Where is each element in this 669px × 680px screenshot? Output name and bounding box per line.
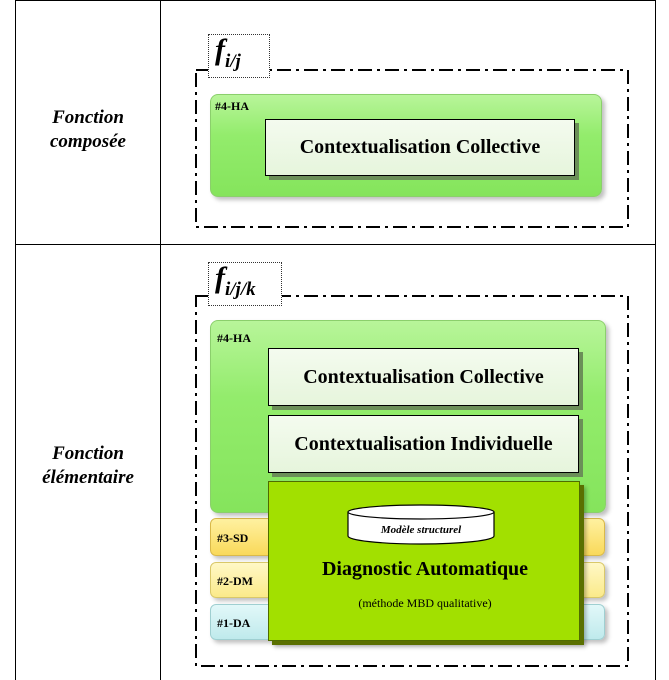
composed-context-collective-label: Contextualisation Collective: [299, 136, 541, 158]
elementary-context-individual: Contextualisation Individuelle: [268, 415, 579, 473]
row-label-composed: Fonction composée: [16, 106, 160, 154]
layer-dm-tag: #2-DM: [217, 574, 253, 588]
table-border-right: [655, 0, 656, 680]
elementary-context-individual-label: Contextualisation Individuelle: [294, 433, 553, 455]
composed-ha-tag: #4-HA: [215, 99, 249, 113]
row-label-elementary: Fonction élémentaire: [16, 442, 160, 490]
row-label-elementary-line2: élémentaire: [42, 467, 134, 488]
cylinder-label: Modèle structurel: [380, 524, 462, 536]
row-label-composed-line2: composée: [50, 131, 126, 152]
elementary-context-collective-label: Contextualisation Collective: [303, 366, 544, 388]
elementary-context-collective: Contextualisation Collective: [268, 348, 579, 406]
table-row-divider: [15, 244, 656, 245]
row-label-composed-line1: Fonction: [52, 107, 124, 128]
table-column-divider: [160, 0, 161, 680]
elementary-function-symbol-box: fi/j/k: [208, 261, 282, 306]
elementary-ha-tag: #4-HA: [217, 331, 251, 345]
composed-context-collective: Contextualisation Collective: [265, 119, 575, 176]
layer-da-tag: #1-DA: [217, 616, 251, 630]
composed-dashdot-frame: [195, 69, 629, 228]
diagnostic-title: Diagnostic Automatique: [321, 558, 529, 580]
diagnostic-box: Modèle structurel Diagnostic Automatique…: [268, 481, 580, 641]
database-cylinder-icon: [347, 504, 495, 545]
table-border-top: [15, 0, 656, 1]
composed-function-symbol: fi/j: [215, 33, 241, 72]
row-label-elementary-line1: Fonction: [52, 443, 124, 464]
diagnostic-subtitle: (méthode MBD qualitative): [358, 596, 492, 610]
table-border-left: [15, 0, 16, 680]
layer-sd-tag: #3-SD: [217, 531, 249, 545]
composed-function-symbol-box: fi/j: [208, 33, 270, 78]
elementary-function-symbol: fi/j/k: [215, 261, 256, 300]
